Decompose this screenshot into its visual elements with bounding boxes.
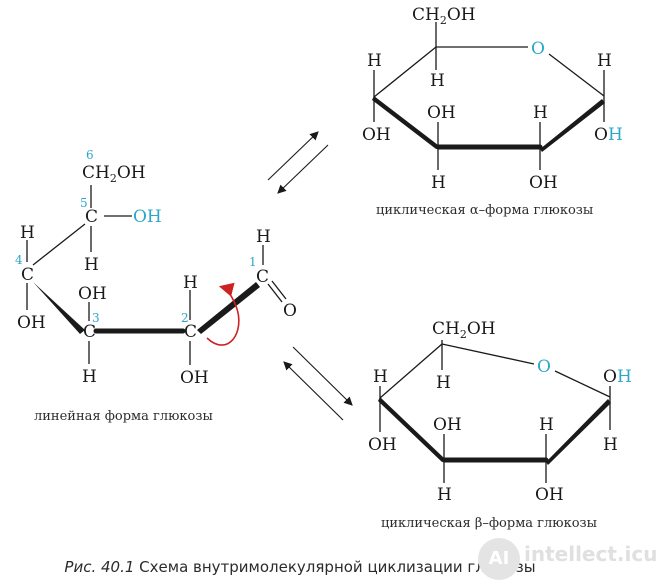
linear-c2-h: H	[183, 273, 198, 293]
beta-ring-oxygen: O	[537, 357, 551, 377]
alpha-oh-c2: OH	[529, 173, 558, 193]
alpha-form-label: циклическая α–форма глюкозы	[376, 203, 593, 218]
beta-form-label: циклическая β–форма глюкозы	[381, 516, 597, 531]
beta-h-c3: H	[437, 485, 452, 505]
linear-c4-oh: OH	[17, 313, 46, 333]
linear-c3-h: H	[82, 367, 97, 387]
alpha-h-c1: H	[597, 51, 612, 71]
alpha-h-c3: H	[431, 173, 446, 193]
beta-oh-c2: OH	[535, 485, 564, 505]
alpha-ring-oxygen: O	[531, 39, 545, 59]
alpha-h-c5: H	[430, 71, 445, 91]
alpha-ch2oh: CH2OH	[412, 5, 476, 27]
rotation-arrow-icon	[206, 282, 240, 346]
figure-caption: Рис. 40.1 Схема внутримолекулярной цикли…	[0, 558, 600, 576]
alpha-oh-c1: OH	[594, 125, 623, 145]
figure-number: Рис. 40.1	[64, 558, 135, 576]
carbon-number-3: 3	[92, 311, 100, 325]
beta-form: CH2OH O H H OH OH H H OH OH H циклическа…	[368, 319, 632, 531]
alpha-h-c2: H	[533, 103, 548, 123]
watermark-text: intellect.icu	[524, 542, 658, 566]
beta-h-c4: H	[373, 367, 388, 387]
linear-c4: C	[21, 265, 34, 285]
linear-c3: C	[83, 322, 96, 342]
beta-oh-c1: OH	[603, 367, 632, 387]
carbon-number-1: 1	[249, 255, 257, 269]
equilibrium-arrows-beta	[283, 346, 353, 421]
alpha-form: CH2OH O H H OH OH H H OH H OH циклическа…	[362, 5, 623, 218]
beta-oh-c4: OH	[368, 435, 397, 455]
carbon-number-6: 6	[86, 148, 94, 162]
beta-ch2oh: CH2OH	[432, 319, 496, 341]
linear-form-label: линейная форма глюкозы	[34, 409, 213, 424]
linear-c2: C	[184, 322, 197, 342]
linear-c5-h: H	[84, 255, 99, 275]
beta-h-c1: H	[603, 435, 618, 455]
linear-c3-oh: OH	[78, 284, 107, 304]
alpha-oh-c3: OH	[427, 103, 456, 123]
linear-c4-h: H	[20, 223, 35, 243]
carbon-number-2: 2	[181, 311, 189, 325]
alpha-oh-c4: OH	[362, 125, 391, 145]
carbon-number-4: 4	[15, 253, 23, 267]
linear-c2-oh: OH	[180, 368, 209, 388]
alpha-h-c4: H	[367, 51, 382, 71]
beta-h-c5: H	[436, 373, 451, 393]
beta-h-c2: H	[539, 415, 554, 435]
linear-c1-o: O	[283, 301, 297, 321]
linear-form: CH2OH C OH H H C OH OH C H H C OH H C O …	[15, 148, 297, 424]
linear-c1-h: H	[256, 227, 271, 247]
linear-c6-label: CH2OH	[82, 163, 146, 185]
figure-caption-text: Схема внутримолекулярной циклизации глюк…	[139, 558, 536, 576]
carbon-number-5: 5	[80, 196, 88, 210]
beta-oh-c3: OH	[433, 415, 462, 435]
linear-c5: C	[85, 207, 98, 227]
watermark-logo-icon: AI	[478, 538, 520, 580]
watermark: AI intellect.icu	[478, 536, 658, 582]
linear-c1: C	[256, 267, 269, 287]
equilibrium-arrows-alpha	[267, 131, 329, 194]
linear-c5-oh: OH	[133, 207, 162, 227]
